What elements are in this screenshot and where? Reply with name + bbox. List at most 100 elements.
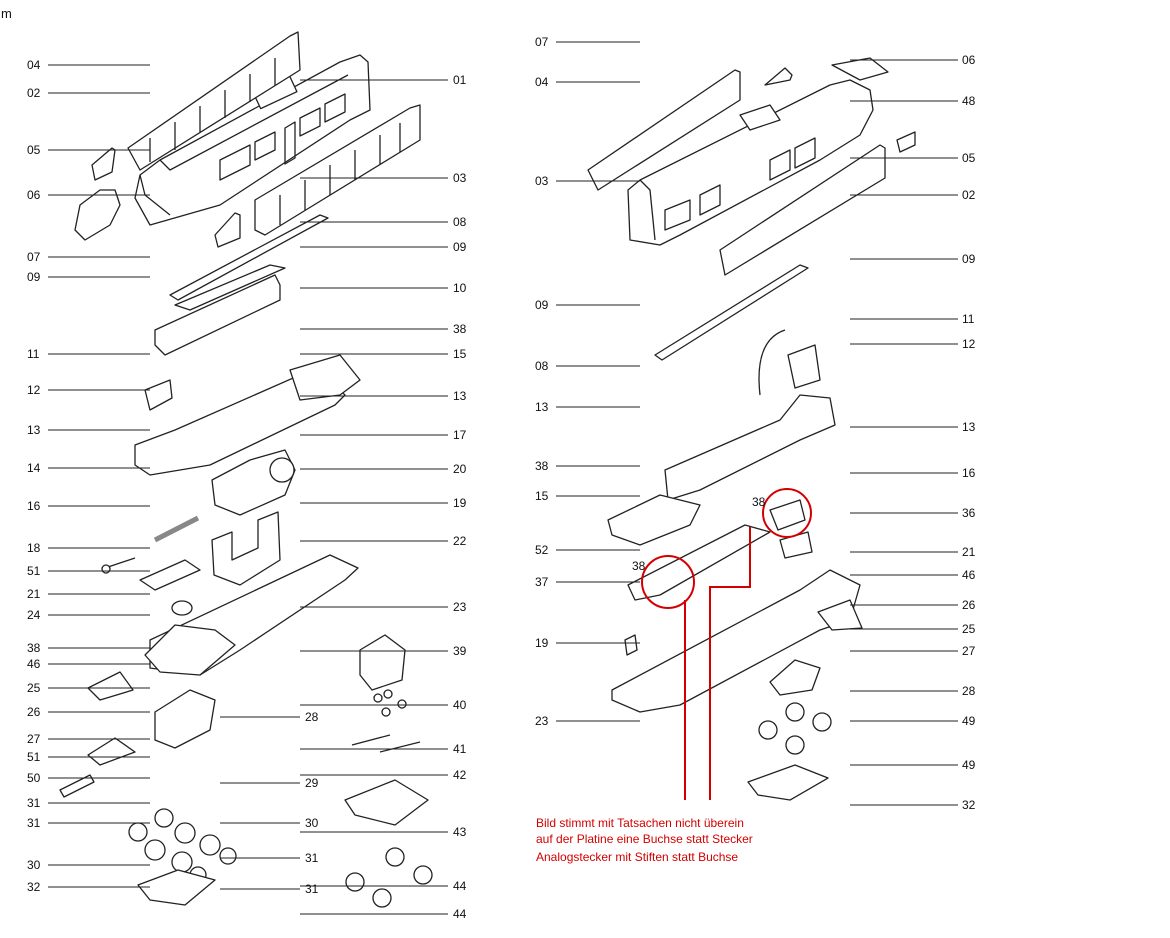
callout-label-21: 21 <box>962 545 976 559</box>
bogie-28r <box>769 659 821 696</box>
pcb-37 <box>627 524 771 601</box>
callout-label-37: 37 <box>535 575 549 589</box>
callout-label-16: 16 <box>27 499 41 513</box>
worm-24 <box>171 600 193 616</box>
wheelsets-44 <box>345 847 433 908</box>
callout-label-22: 22 <box>453 534 467 548</box>
callout-label-38: 38 <box>535 459 549 473</box>
annotation-line-3: Analogstecker mit Stiften statt Buchse <box>536 850 739 864</box>
callout-label-31: 31 <box>27 796 41 810</box>
callout-label-05: 05 <box>27 143 41 157</box>
body-shell-left <box>134 54 371 226</box>
annotation-line-1: Bild stimmt mit Tatsachen nicht überein <box>536 816 744 830</box>
callout-label-20: 20 <box>453 462 467 476</box>
callout-label-36: 36 <box>962 506 976 520</box>
callout-label-03: 03 <box>535 174 549 188</box>
connector-36 <box>769 499 806 531</box>
callout-label-41: 41 <box>453 742 467 756</box>
callout-label-13: 13 <box>535 400 549 414</box>
callout-label-28: 28 <box>305 710 319 724</box>
callout-label-31: 31 <box>305 851 319 865</box>
callout-label-12: 12 <box>962 337 976 351</box>
callout-label-40: 40 <box>453 698 467 712</box>
callout-label-19: 19 <box>535 636 549 650</box>
frame-weight-assembly <box>134 354 361 476</box>
callout-label-17: 17 <box>453 428 467 442</box>
callout-label-48: 48 <box>962 94 976 108</box>
part-25 <box>87 671 134 701</box>
callout-label-07: 07 <box>27 250 41 264</box>
part-40 <box>373 689 407 717</box>
part-21 <box>139 559 201 591</box>
callout-label-28: 28 <box>962 684 976 698</box>
part-06r <box>831 57 889 81</box>
callout-label-02: 02 <box>962 188 976 202</box>
part-07 <box>214 212 241 248</box>
callout-label-11: 11 <box>27 347 40 361</box>
window-panel-03r <box>587 69 741 191</box>
callout-label-09: 09 <box>453 240 467 254</box>
callout-label-23: 23 <box>535 714 549 728</box>
part-51b <box>87 737 136 766</box>
callout-label-15: 15 <box>453 347 467 361</box>
callout-label-04: 04 <box>535 75 549 89</box>
part-43 <box>344 779 429 826</box>
callout-label-52: 52 <box>535 543 549 557</box>
callout-label-23: 23 <box>453 600 467 614</box>
callout-label-09: 09 <box>27 270 41 284</box>
pin-51 <box>104 557 136 569</box>
callout-label-26: 26 <box>962 598 976 612</box>
annotation-line-2: auf der Platine eine Buchse statt Stecke… <box>536 832 753 846</box>
callout-label-51: 51 <box>27 750 41 764</box>
callout-label-46: 46 <box>962 568 976 582</box>
callout-label-01: 01 <box>453 73 467 87</box>
callout-label-13: 13 <box>962 420 976 434</box>
callout-label-05: 05 <box>962 151 976 165</box>
board-52 <box>607 494 701 546</box>
motor-17 <box>211 449 296 516</box>
part-19r <box>624 634 638 656</box>
callout-label-26: 26 <box>27 705 41 719</box>
part-07r <box>764 67 793 86</box>
callout-label-09: 09 <box>962 252 976 266</box>
callout-label-30: 30 <box>27 858 41 872</box>
callout-label-49: 49 <box>962 758 976 772</box>
side-panel-03 <box>254 104 421 236</box>
side-panel-02r <box>719 144 886 276</box>
highlight-circle-connector <box>762 488 812 538</box>
bogie-frame-32 <box>137 869 216 906</box>
callout-label-16: 16 <box>962 466 976 480</box>
callout-label-32: 32 <box>962 798 976 812</box>
part-12r <box>787 344 821 389</box>
callout-label-27: 27 <box>27 732 41 746</box>
rail-08 <box>169 214 329 301</box>
callout-label-43: 43 <box>453 825 467 839</box>
callout-label-14: 14 <box>27 461 41 475</box>
callout-label-15: 15 <box>535 489 549 503</box>
callout-label-31: 31 <box>27 816 41 830</box>
callout-label-08: 08 <box>453 215 467 229</box>
callout-label-08: 08 <box>535 359 549 373</box>
frame-weight-right <box>664 394 836 501</box>
chassis-cover <box>154 274 281 356</box>
motor-bracket-20 <box>211 511 281 586</box>
part-25r <box>817 599 863 631</box>
callout-label-32: 32 <box>27 880 41 894</box>
bogie-28 <box>154 689 216 749</box>
rail-08r <box>654 264 809 361</box>
callout-label-44: 44 <box>453 907 467 921</box>
part-50 <box>59 774 95 798</box>
callout-label-13: 13 <box>27 423 41 437</box>
callout-label-31: 31 <box>305 882 319 896</box>
callout-label-46: 46 <box>27 657 41 671</box>
callout-label-51: 51 <box>27 564 41 578</box>
part-05r <box>896 131 916 153</box>
body-shell-right <box>627 79 874 246</box>
callout-label-04: 04 <box>27 58 41 72</box>
callout-label-29: 29 <box>305 776 319 790</box>
callout-label-06: 06 <box>962 53 976 67</box>
callout-label-38: 38 <box>453 322 467 336</box>
callout-label-49: 49 <box>962 714 976 728</box>
